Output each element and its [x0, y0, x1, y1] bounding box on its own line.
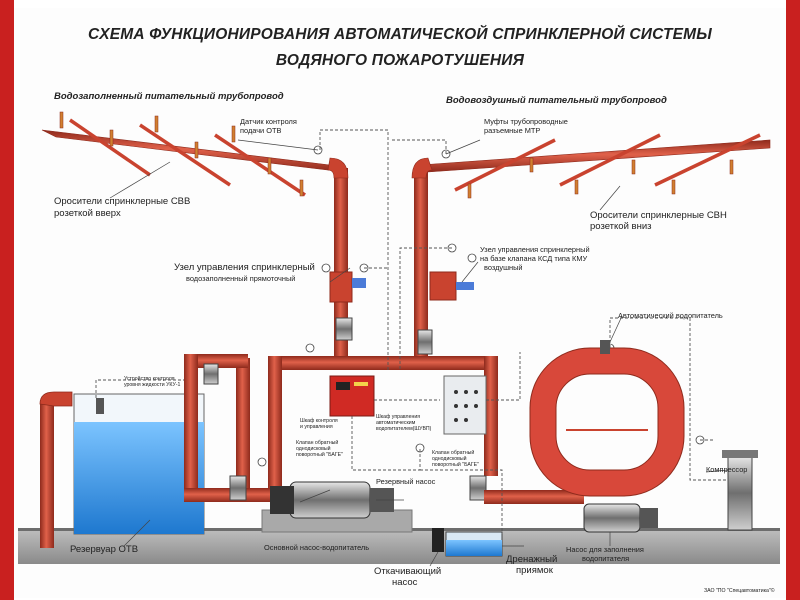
suction-riser: [184, 354, 198, 502]
right-feed-pipe: [484, 356, 498, 476]
wet-supply-pipeline: [41, 111, 349, 197]
check-valve-label: Клапан обратный: [432, 449, 474, 456]
air-node-label: на базе клапана КСД типа КМУ: [480, 254, 587, 263]
fill-pump-icon: [583, 503, 658, 533]
left-feed-pipe: [268, 356, 282, 496]
distribution-manifold: [268, 356, 498, 370]
compressor-label: Компрессор: [706, 465, 747, 474]
level-sensor-icon: [96, 398, 104, 414]
signal-lines: [95, 129, 728, 534]
drain-pump-icon: [432, 528, 444, 552]
wet-pipeline-label: Водозаполненный питательный трубопровод: [54, 91, 284, 102]
air-pipeline-label: Водовоздушный питательный трубопровод: [446, 95, 667, 106]
check-valve-label: поворотный "БАГЕ": [296, 451, 343, 458]
diagram-title-line-1: СХЕМА ФУНКЦИОНИРОВАНИЯ АВТОМАТИЧЕСКОЙ СП…: [88, 26, 712, 43]
reserve-pump-label: Резервный насос: [376, 477, 436, 486]
left-border: [0, 0, 14, 600]
wet-node-label: Узел управления спринклерный: [174, 262, 315, 273]
couplings-label: Муфты трубопроводные: [484, 117, 568, 126]
right-border: [786, 0, 800, 600]
wet-node-label: водозаполненный прямоточный: [186, 274, 295, 283]
floor-slab: [18, 530, 780, 564]
auto-feeder-cabinet: [443, 375, 487, 435]
fill-pump-label: Насос для заполнения: [566, 545, 644, 554]
flow-sensor-label: подачи ОТВ: [240, 126, 282, 135]
leader-lines: [109, 139, 729, 567]
auto-cabinet-label: Шкаф управления: [376, 414, 420, 420]
compressor-icon: [722, 450, 758, 531]
air-control-node-icon: [417, 271, 474, 355]
control-cabinet-label: и управления: [300, 424, 333, 430]
check-valve-label: однодисковый: [296, 445, 331, 452]
wet-control-node-icon: [329, 271, 366, 341]
auto-feeder-label: Автоматический водопитатель: [618, 311, 723, 320]
gate-valve-icon: [229, 475, 247, 501]
copyright-label: ЗАО "ПО "Спецавтоматика"©: [704, 587, 775, 594]
fill-pump-label: водопитателя: [582, 554, 629, 563]
couplings-label: разъемные МТР: [484, 126, 540, 135]
sprinklers-up-label: розеткой вверх: [54, 208, 121, 219]
control-cabinet: [329, 375, 375, 417]
sprinklers-down-label: розеткой вниз: [590, 221, 651, 232]
check-valve-label: поворотный "БАГЕ": [432, 461, 479, 468]
fill-line: [484, 490, 584, 504]
level-control-label: Устройство контроля: [124, 375, 175, 382]
air-node-label: воздушный: [484, 263, 523, 272]
drain-pit-label: приямок: [516, 565, 554, 576]
upper-suction-pipe: [184, 354, 248, 368]
level-control-label: уровня жидкости УКУ-1: [124, 382, 180, 388]
drain-pump-label: Откачивающий: [374, 566, 441, 577]
gate-valve-icon: [203, 363, 219, 385]
main-pump-label: Основной насос-водопитатель: [264, 543, 369, 552]
main-pump-icon: [270, 481, 394, 519]
auto-cabinet-label: водопитателем(ШУВП): [376, 426, 432, 432]
drain-pump-label: насос: [392, 577, 418, 588]
air-riser-pipe: [414, 168, 428, 368]
sprinklers-down-icon: [467, 157, 734, 199]
sprinklers-up-icon: [59, 111, 304, 197]
control-cabinet-label: Шкаф контроля: [300, 418, 338, 424]
sprinklers-down-label: Оросители спринклерные СВН: [590, 210, 727, 221]
sprinklers-up-label: Оросители спринклерные СВВ: [54, 196, 190, 207]
check-valve-label: Клапан обратный: [296, 439, 338, 446]
reservoir-tank: [39, 391, 205, 548]
air-node-label: Узел управления спринклерный: [480, 245, 590, 254]
pressure-tank: [529, 340, 685, 497]
air-supply-pipeline: [411, 133, 771, 199]
diagram-title-line-2: ВОДЯНОГО ПОЖАРОТУШЕНИЯ: [275, 52, 525, 69]
drain-pit-label: Дренажный: [506, 554, 557, 565]
drain-pit: [432, 528, 503, 557]
reserve-feed-pipe: [236, 358, 250, 496]
flow-sensor-label: Датчик контроля: [240, 117, 297, 126]
check-valve-label: однодисковый: [432, 455, 467, 462]
pressure-gauge-icon: [257, 145, 705, 467]
auto-cabinet-label: автоматическим: [376, 420, 416, 426]
reservoir-label: Резервуар ОТВ: [70, 544, 138, 555]
check-valve-icon: [469, 475, 487, 501]
